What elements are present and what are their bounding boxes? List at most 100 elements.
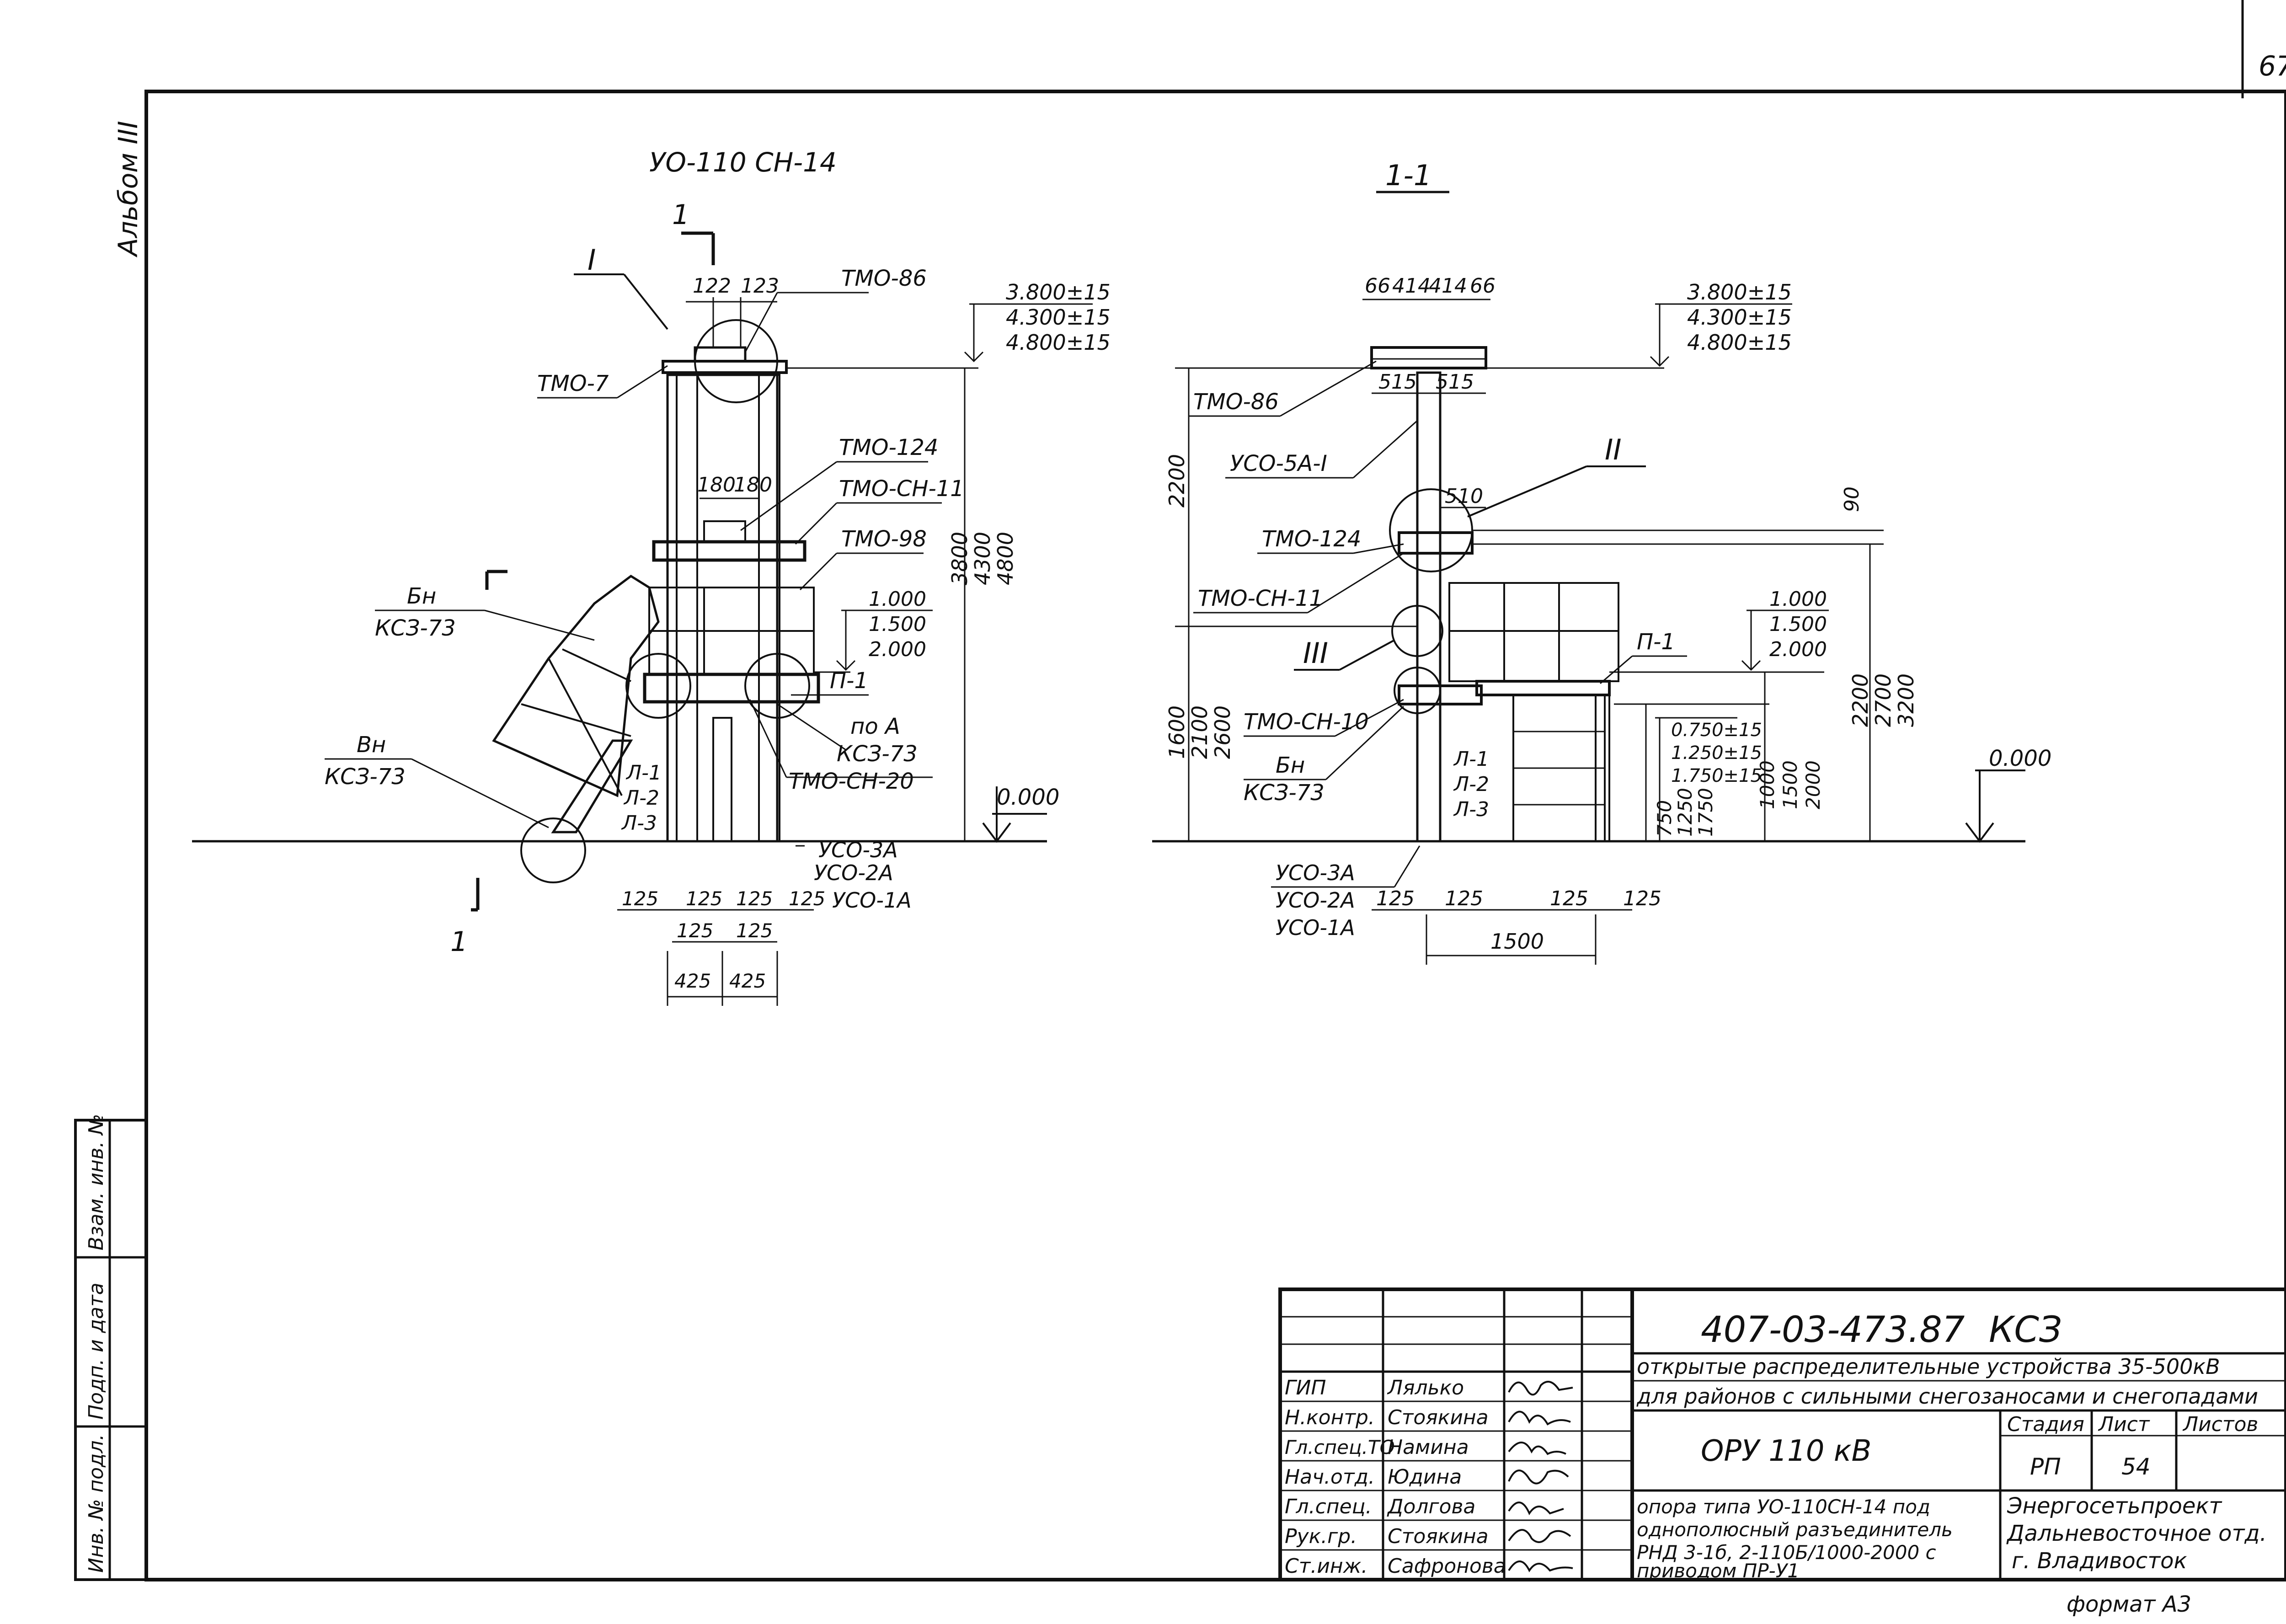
right-dim-b3: 125 [1550, 887, 1588, 910]
right-vdim-1250: 1250 [1674, 788, 1696, 837]
desc-line-2: для районов с сильными снегозаносами и с… [1636, 1384, 2258, 1409]
sheets-head: Листов [2182, 1413, 2258, 1436]
sig-role-1: Н.контр. [1285, 1406, 1375, 1429]
left-dim-b2: 125 [686, 887, 722, 910]
left-view-title: УО-110 СН-14 [649, 147, 837, 178]
left-dim-122: 122 [693, 274, 731, 298]
right-elev-low-3: 1.750±15 [1671, 765, 1762, 786]
sig-role-6: Ст.инж. [1285, 1555, 1367, 1578]
left-elev-zero: 0.000 [997, 785, 1059, 810]
side-stamp-repl: Взам. инв. № [85, 1114, 108, 1250]
right-dim-515a: 515 [1378, 370, 1417, 394]
label-tmoch11-left: ТМО-СН-11 [839, 476, 964, 502]
left-elev-top-1: 3.800±15 [1006, 280, 1111, 304]
right-dim-414b: 414 [1429, 274, 1467, 298]
signature-scribbles [1508, 1381, 1573, 1572]
drawing-title-2: однополюсный разъединитель [1637, 1518, 1953, 1541]
drawing-title-1: опора типа УО-110СН-14 под [1637, 1496, 1930, 1518]
right-elev-low-2: 1.250±15 [1671, 743, 1762, 764]
org-line-3: г. Владивосток [2012, 1548, 2187, 1574]
label-l3-right: Л-3 [1453, 798, 1489, 821]
right-vdim-1750: 1750 [1694, 788, 1717, 837]
right-vdim-2600: 2600 [1210, 705, 1235, 759]
right-elev-top-3: 4.800±15 [1687, 330, 1792, 355]
right-dim-66a: 66 [1365, 274, 1390, 298]
label-tmo86-right: ТМО-86 [1193, 389, 1279, 415]
right-elev-mid-3: 2.000 [1769, 638, 1827, 661]
label-l3-left: Л-3 [621, 812, 657, 835]
label-poa: по А [850, 714, 900, 739]
right-dim-66b: 66 [1470, 274, 1496, 298]
label-l2-left: Л-2 [623, 786, 659, 810]
left-vdim-3800: 3800 [947, 532, 972, 585]
right-vdim-1500: 1500 [1779, 760, 1801, 809]
left-dim-b5: 125 [677, 919, 713, 942]
sheet-value: 54 [2121, 1453, 2151, 1480]
left-elev-top-3: 4.800±15 [1006, 330, 1111, 355]
label-tmo7: ТМО-7 [537, 371, 609, 396]
right-vdim-2200: 2200 [1848, 673, 1873, 727]
sig-role-5: Рук.гр. [1285, 1525, 1357, 1548]
sig-name-6: Сафронова [1388, 1555, 1506, 1578]
left-vdim-4300: 4300 [970, 532, 995, 585]
right-elev-mid-2: 1.500 [1769, 613, 1827, 636]
label-tmo98: ТМО-98 [841, 526, 927, 552]
sig-role-3: Нач.отд. [1285, 1465, 1375, 1489]
left-elev-mid-2: 1.500 [869, 613, 926, 636]
section-mark-top: 1 [672, 199, 689, 231]
label-uso3a-left: УСО-3А [818, 838, 898, 862]
right-dim-90: 90 [1840, 486, 1864, 512]
org-line-1: Энергосетьпроект [2007, 1493, 2222, 1519]
drawing-title-4: приводом ПР-У1 [1637, 1560, 1800, 1582]
sheet-head: Лист [2098, 1413, 2150, 1436]
album-label: Альбом III [112, 121, 144, 258]
left-dim-b4: 125 [789, 887, 825, 910]
label-tmo86-left: ТМО-86 [841, 266, 927, 291]
sig-name-5: Стоякина [1388, 1525, 1489, 1548]
drawing-title-3: РНД 3-1б, 2-110Б/1000-2000 с [1637, 1541, 1936, 1564]
left-dim-180a: 180 [697, 473, 736, 497]
label-ksz73-right: КСЗ-73 [1244, 780, 1325, 806]
label-uso1a-right: УСО-1А [1276, 915, 1355, 940]
right-vdim-750: 750 [1653, 800, 1676, 837]
label-tmoch20: ТМО-СН-20 [789, 769, 914, 794]
label-vn: Вн [357, 732, 386, 758]
stage-head: Стадия [2007, 1413, 2084, 1436]
doc-code: 407-03-473.87 [1701, 1309, 1965, 1351]
label-l2-right: Л-2 [1453, 773, 1489, 796]
label-tmo124-right: ТМО-124 [1262, 526, 1361, 552]
left-vdim-4800: 4800 [993, 532, 1018, 585]
label-uso1a-left: УСО-1А [832, 888, 912, 913]
left-elev-top-2: 4.300±15 [1006, 305, 1111, 330]
label-p1-right: П-1 [1637, 629, 1675, 655]
sig-role-4: Гл.спец. [1285, 1495, 1372, 1518]
right-vdim-2000: 2000 [1802, 760, 1824, 809]
title-block: ГИП Лялько Н.контр. Стоякина Гл.спец.ТО … [1278, 1287, 2286, 1582]
label-bn-right: Бн [1276, 753, 1305, 778]
left-dim-180b: 180 [734, 473, 772, 497]
right-elev-zero: 0.000 [1989, 746, 2051, 771]
right-vdim-3200: 3200 [1894, 673, 1918, 727]
left-dim-b6: 125 [736, 919, 773, 942]
left-dim-b3: 125 [736, 887, 773, 910]
label-tmo124-left: ТМО-124 [839, 435, 938, 460]
label-l1-left: Л-1 [625, 761, 662, 785]
page-number: 67 [2259, 50, 2286, 82]
callout-I: I [588, 243, 596, 277]
right-vdim-2200-left: 2200 [1164, 454, 1189, 508]
left-elev-mid-1: 1.000 [869, 588, 926, 611]
left-elev-mid-3: 2.000 [869, 638, 926, 661]
label-uso2a-right: УСО-2А [1276, 888, 1355, 913]
label-ksz73-c: КСЗ-73 [837, 741, 918, 767]
side-stamp-sign: Подп. и дата [85, 1282, 108, 1420]
section-mark-bottom: 1 [450, 926, 468, 958]
left-view: УО-110 СН-14 1 1 0.000 [192, 147, 1111, 1006]
right-vdim-2100: 2100 [1187, 705, 1212, 759]
label-l1-right: Л-1 [1453, 748, 1489, 771]
right-elev-mid-1: 1.000 [1769, 588, 1827, 611]
desc-line-1: открытые распределительные устройства 35… [1637, 1354, 2220, 1379]
right-dim-510: 510 [1445, 485, 1483, 508]
sig-name-0: Лялько [1387, 1376, 1464, 1400]
org-line-2: Дальневосточное отд. [2006, 1521, 2267, 1546]
